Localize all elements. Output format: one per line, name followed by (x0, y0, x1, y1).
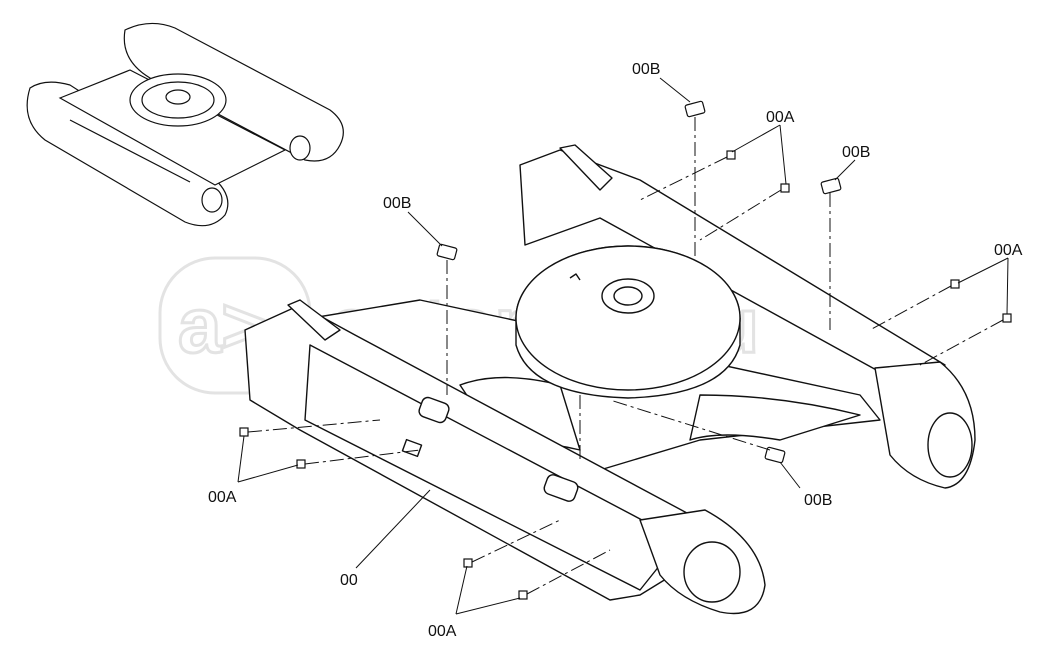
part-00a-right-2 (1002, 313, 1012, 323)
leader-00a-top-2 (779, 124, 787, 185)
leader-00a-right-2 (1006, 257, 1009, 315)
part-00a-left-1 (239, 427, 249, 437)
swing-center-bore (613, 286, 643, 306)
leader-00a-bottom-1 (455, 565, 468, 615)
part-00a-bottom-1 (463, 558, 473, 568)
leader-00a-bottom-2 (455, 597, 521, 615)
label-00b-top: 00B (632, 61, 660, 78)
part-00a-top-1 (726, 150, 736, 160)
center-cutout-right (689, 394, 861, 441)
part-00b-right-top (820, 177, 842, 195)
centerline-00a-right-2 (919, 319, 1004, 366)
front-beam-bracket (287, 299, 341, 341)
label-00b-right-bottom: 00B (804, 492, 832, 509)
leader-lines (237, 77, 1009, 615)
label-00b-right-top: 00B (842, 144, 870, 161)
leader-00b-left (407, 211, 443, 247)
label-00b-left: 00B (383, 195, 411, 212)
front-beam-slot (401, 438, 423, 458)
centerline-00a-top-2 (699, 189, 782, 241)
swing-mark (569, 273, 581, 281)
part-00a-top-2 (780, 183, 790, 193)
track-frame (244, 144, 976, 615)
leader-00b-top (659, 77, 691, 103)
label-frame: 00 (340, 572, 358, 589)
inset-frame (58, 69, 287, 186)
inset-track-rear (123, 22, 344, 162)
part-00b-top (684, 100, 706, 118)
front-beam-face (304, 344, 681, 591)
leader-00b-right-top (834, 159, 856, 181)
part-00a-right-1 (950, 279, 960, 289)
leader-00a-top-1 (731, 124, 781, 153)
inset-idler (201, 187, 223, 213)
front-beam-hole-2 (543, 474, 579, 502)
centerline-00a-left-2 (304, 449, 421, 465)
leader-00a-left-1 (237, 435, 245, 483)
centerline-00a-left-1 (247, 419, 381, 433)
label-00a-left: 00A (208, 489, 237, 506)
centerline-00a-bottom-1 (471, 519, 561, 563)
rear-beam-bracket (559, 144, 613, 191)
callout-labels: 00B 00A 00B 00B 00A 00A 00B 00 00A (208, 61, 1023, 640)
label-00a-right: 00A (994, 242, 1023, 259)
centerline-00a-top-1 (639, 156, 728, 201)
leader-frame (355, 489, 431, 569)
part-00a-left-2 (296, 459, 306, 469)
label-00a-bottom: 00A (428, 623, 457, 640)
part-00b-left (436, 243, 458, 261)
centerline-00b-right-bottom (609, 399, 771, 451)
centerline-00a-right-1 (869, 285, 952, 331)
inset-undercarriage (26, 22, 344, 227)
inset-swing-center (165, 89, 191, 105)
leader-00a-right-1 (957, 257, 1009, 284)
swing-mount-top (515, 245, 741, 391)
inset-rail (69, 119, 191, 183)
rear-idler-bore (927, 412, 973, 478)
centerline-00a-bottom-2 (526, 549, 611, 595)
front-idler-bore (683, 541, 741, 603)
part-00b-right-bottom (764, 446, 786, 464)
label-00a-top: 00A (766, 109, 795, 126)
inset-track-front (26, 81, 229, 227)
part-00a-bottom-2 (518, 590, 528, 600)
small-parts (239, 100, 1012, 600)
leader-00b-right-bottom (779, 461, 801, 489)
front-beam-hole-1 (418, 396, 450, 424)
leader-00a-left-2 (237, 464, 299, 483)
inset-sprocket (289, 135, 311, 161)
